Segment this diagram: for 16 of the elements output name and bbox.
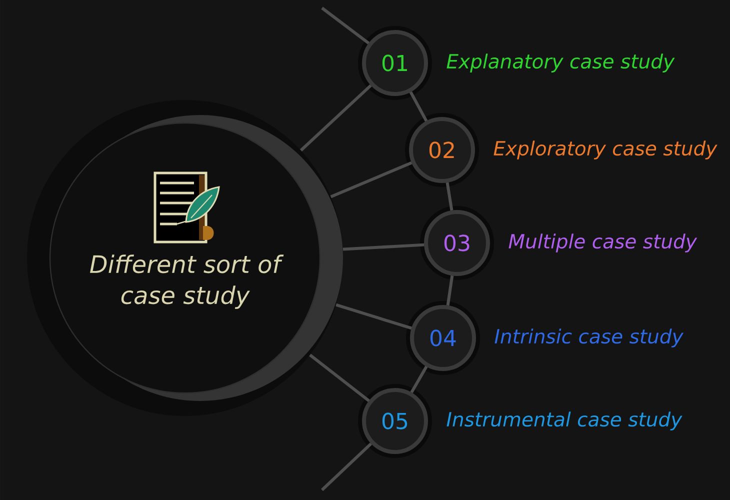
connector-line (409, 91, 428, 122)
connector-line (320, 442, 372, 492)
step-label: Multiple case study (508, 234, 698, 252)
connector-line (330, 161, 412, 198)
connector-line (410, 366, 428, 394)
connector-line (446, 182, 454, 211)
connector-line (342, 243, 424, 251)
step-label: Intrinsic case study (494, 328, 684, 348)
connector-line (309, 354, 370, 402)
connector-line (336, 303, 412, 330)
step-label: Explanatory case study (446, 54, 675, 72)
connector-line (446, 275, 454, 306)
step-label: Instrumental case study (446, 412, 682, 430)
connector-line (300, 84, 372, 152)
step-label: Exploratory case study (494, 140, 718, 160)
connector-line (321, 6, 370, 44)
